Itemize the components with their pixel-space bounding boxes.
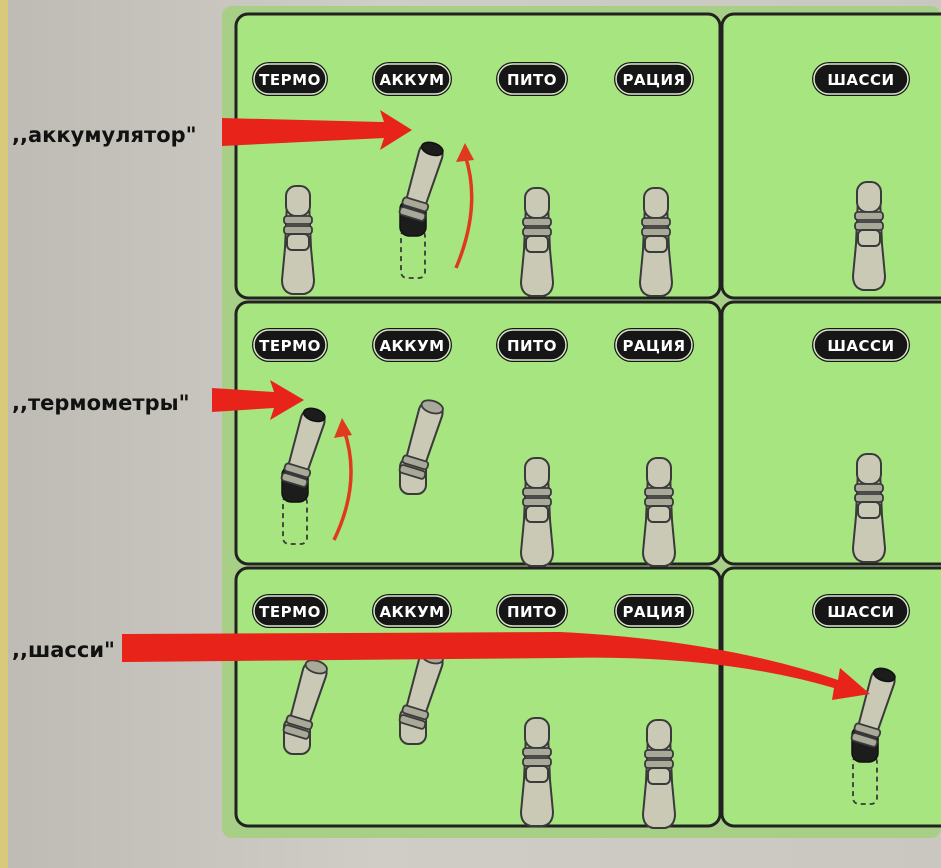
row3-switch-pito[interactable]	[520, 717, 554, 827]
row1-label-shassi: ШАССИ	[812, 62, 910, 96]
row2-switch-ratsiya[interactable]	[642, 457, 676, 567]
row3-label-pito: ПИТО	[496, 594, 568, 628]
svg-text:ШАССИ: ШАССИ	[827, 71, 894, 89]
row1-label-ratsiya: РАЦИЯ	[614, 62, 694, 96]
svg-text:РАЦИЯ: РАЦИЯ	[622, 71, 685, 89]
svg-text:ПИТО: ПИТО	[507, 337, 557, 355]
svg-text:ШАССИ: ШАССИ	[827, 337, 894, 355]
edge-strip	[0, 0, 8, 868]
row2-label-pito: ПИТО	[496, 328, 568, 362]
row3-label-termo: ТЕРМО	[252, 594, 328, 628]
svg-text:АККУМ: АККУМ	[379, 71, 444, 89]
row1-label-termo: ТЕРМО	[252, 62, 328, 96]
svg-text:ПИТО: ПИТО	[507, 603, 557, 621]
row2-switch-pito[interactable]	[520, 457, 554, 567]
svg-text:ТЕРМО: ТЕРМО	[259, 337, 321, 355]
row1-label-pito: ПИТО	[496, 62, 568, 96]
svg-text:АККУМ: АККУМ	[379, 603, 444, 621]
callout-arrow-shassi	[122, 632, 870, 700]
svg-text:ШАССИ: ШАССИ	[827, 603, 894, 621]
svg-text:АККУМ: АККУМ	[379, 337, 444, 355]
callout-termometry: ,,термометры"	[12, 391, 190, 415]
panel-row-2	[234, 300, 941, 566]
row3-switch-ratsiya[interactable]	[642, 719, 676, 829]
row3-label-akkum: АККУМ	[372, 594, 452, 628]
row2-label-termo: ТЕРМО	[252, 328, 328, 362]
row1-label-akkum: АККУМ	[372, 62, 452, 96]
callout-shassi: ,,шасси"	[12, 638, 115, 662]
row1-switch-ratsiya[interactable]	[639, 187, 673, 297]
svg-text:ПИТО: ПИТО	[507, 71, 557, 89]
callout-arrow-akkumulyator	[222, 110, 412, 150]
row3-label-ratsiya: РАЦИЯ	[614, 594, 694, 628]
row2-switch-shassi[interactable]	[852, 453, 886, 563]
row2-move-arc	[332, 418, 353, 541]
row1-switch-pito[interactable]	[520, 187, 554, 297]
row2-label-ratsiya: РАЦИЯ	[614, 328, 694, 362]
callout-akkumulyator: ,,аккумулятор"	[12, 123, 197, 147]
row3-label-shassi: ШАССИ	[812, 594, 910, 628]
row2-label-akkum: АККУМ	[372, 328, 452, 362]
row1-switch-termo[interactable]	[281, 185, 315, 295]
svg-text:ТЕРМО: ТЕРМО	[259, 603, 321, 621]
svg-text:РАЦИЯ: РАЦИЯ	[622, 603, 685, 621]
row2-label-shassi: ШАССИ	[812, 328, 910, 362]
row1-move-arc	[454, 143, 474, 269]
callout-arrow-termometry	[212, 380, 304, 420]
svg-text:ТЕРМО: ТЕРМО	[259, 71, 321, 89]
row1-switch-shassi[interactable]	[852, 181, 886, 291]
panel-row-3	[234, 566, 941, 828]
svg-text:РАЦИЯ: РАЦИЯ	[622, 337, 685, 355]
panel-row-1	[234, 12, 941, 300]
